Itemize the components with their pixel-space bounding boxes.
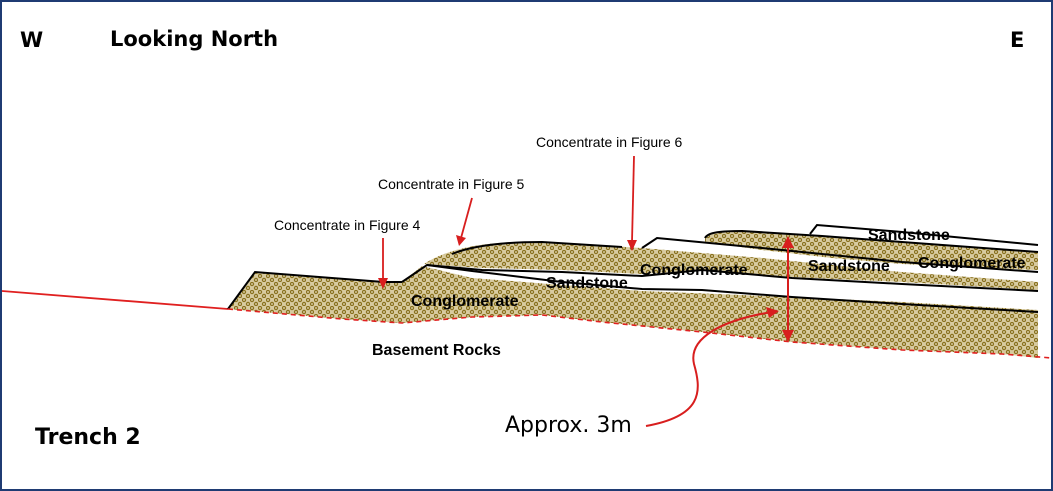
sandstone-bed-upper-top bbox=[704, 229, 1039, 253]
label-conglomerate-lower: Conglomerate bbox=[411, 293, 519, 310]
arrow-fig6 bbox=[627, 155, 637, 251]
sandstone-top-contact bbox=[809, 223, 1039, 246]
label-sandstone-top: Sandstone bbox=[868, 227, 950, 244]
thickness-arrow bbox=[782, 236, 794, 342]
trench-label: Trench 2 bbox=[35, 425, 141, 450]
label-conglomerate-upper: Conglomerate bbox=[918, 255, 1026, 272]
label-basement-rocks: Basement Rocks bbox=[372, 342, 501, 359]
basement-contact bbox=[227, 308, 1051, 359]
west-label: W bbox=[20, 28, 43, 52]
conglomerate-lower-body bbox=[228, 266, 1038, 358]
east-label: E bbox=[1010, 28, 1024, 52]
label-conglomerate-middle: Conglomerate bbox=[640, 262, 748, 279]
lower-conglomerate-top-contact bbox=[227, 270, 402, 310]
annotation-figure-4: Concentrate in Figure 4 bbox=[274, 217, 421, 233]
label-approx-3m: Approx. 3m bbox=[505, 413, 632, 438]
conglomerate-dome-top bbox=[451, 240, 623, 255]
arrow-fig5 bbox=[456, 197, 473, 246]
arrow-fig4 bbox=[378, 238, 388, 289]
leader-approx-3m bbox=[645, 307, 779, 427]
conglomerate-middle-body bbox=[424, 241, 1038, 290]
annotation-figure-6: Concentrate in Figure 6 bbox=[536, 134, 683, 150]
label-sandstone-middle: Sandstone bbox=[546, 275, 628, 292]
sandstone-upper-contact bbox=[426, 264, 1039, 292]
ground-surface-line bbox=[2, 290, 229, 310]
sandstone-bed-lower-top bbox=[641, 236, 1039, 273]
annotation-figure-5: Concentrate in Figure 5 bbox=[378, 176, 525, 192]
diagram-title: Looking North bbox=[110, 27, 278, 51]
label-sandstone-upper: Sandstone bbox=[808, 258, 890, 275]
